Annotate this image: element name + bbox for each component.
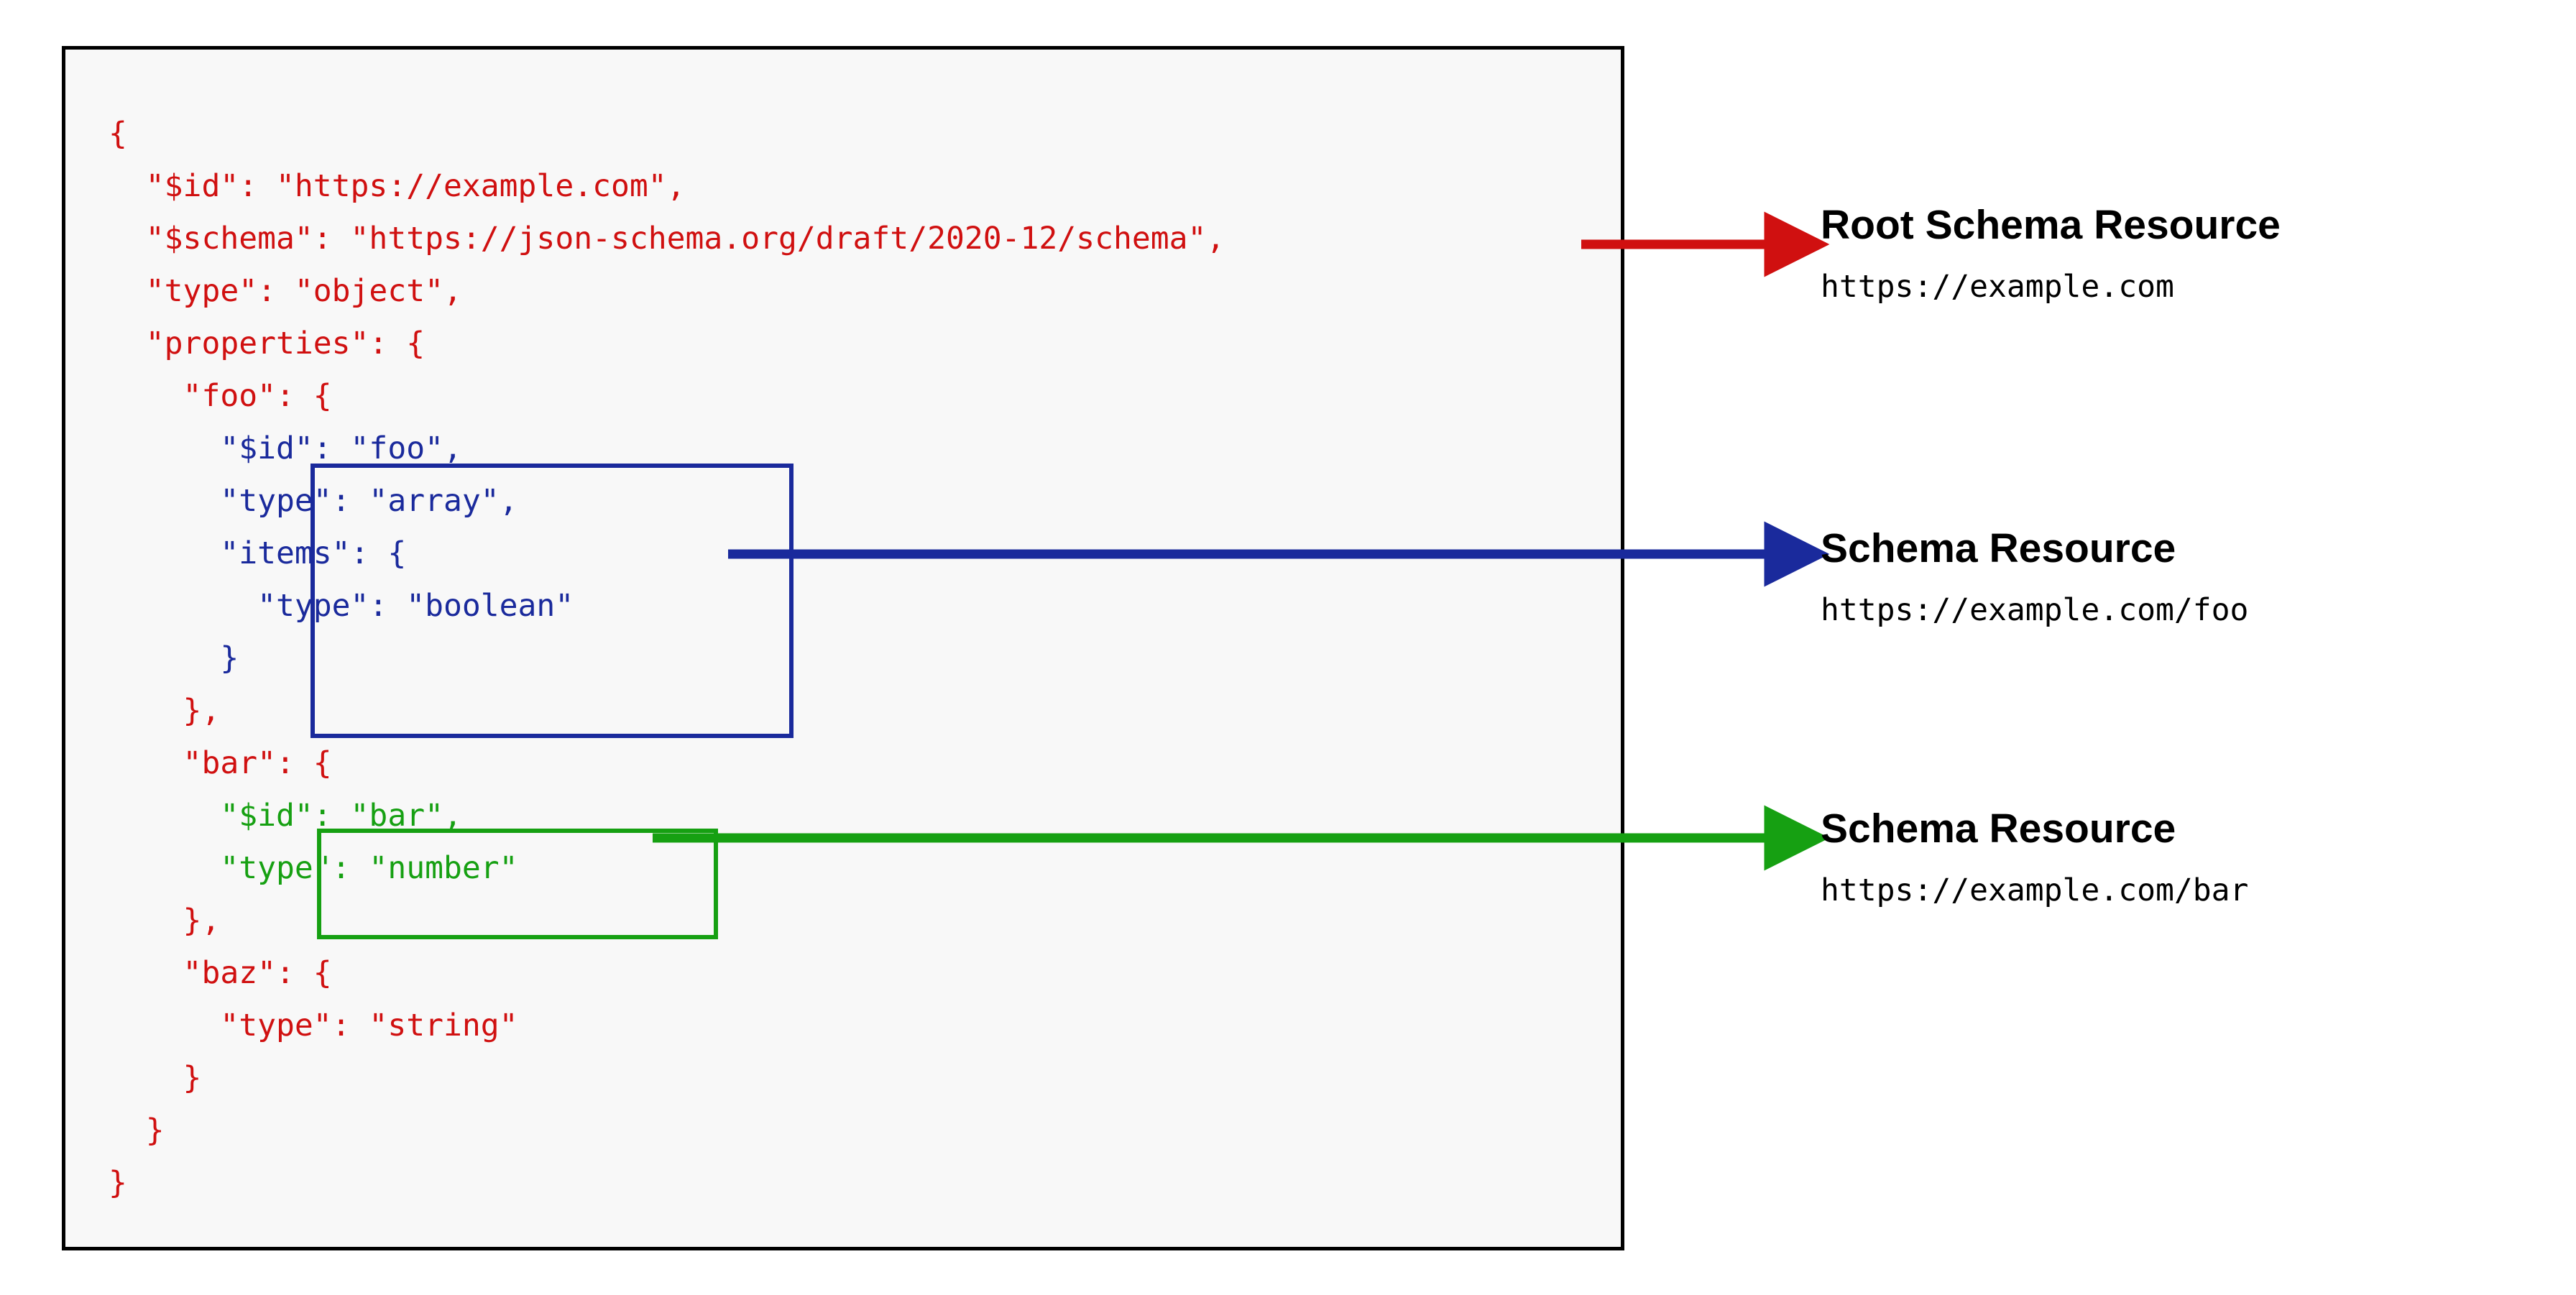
code-line: "type": "object", xyxy=(109,273,462,309)
code-line: "properties": { xyxy=(109,326,426,361)
code-line: "type": "number" xyxy=(109,850,518,886)
code-line: "baz": { xyxy=(109,955,332,991)
code-panel: { "$id": "https://example.com", "$schema… xyxy=(62,46,1624,1250)
code-line: "bar": { xyxy=(109,745,332,781)
code-line: "$schema": "https://json-schema.org/draf… xyxy=(109,221,1225,257)
code-line: }, xyxy=(109,693,221,729)
code-line: "type": "array", xyxy=(109,483,518,519)
code-line: "foo": { xyxy=(109,378,332,414)
code-line: } xyxy=(109,1165,127,1201)
annotation-url: https://example.com xyxy=(1821,268,2174,305)
code-line: "$id": "bar", xyxy=(109,798,462,834)
code-line: "type": "boolean" xyxy=(109,588,574,624)
code-line: } xyxy=(109,640,239,676)
annotation-title: Root Schema Resource xyxy=(1821,202,2281,248)
annotation-url: https://example.com/bar xyxy=(1821,872,2249,908)
annotation-root-schema-resource: Root Schema Resource https://example.com xyxy=(1821,202,2281,305)
code-line: "$id": "https://example.com", xyxy=(109,168,686,204)
annotation-title: Schema Resource xyxy=(1821,525,2176,571)
code-line: } xyxy=(109,1112,165,1148)
annotation-title: Schema Resource xyxy=(1821,806,2176,852)
annotation-bar-schema-resource: Schema Resource https://example.com/bar xyxy=(1821,806,2248,908)
code-line: { xyxy=(109,116,127,152)
code-line: }, xyxy=(109,903,221,939)
code-line: } xyxy=(109,1060,202,1096)
annotation-url: https://example.com/foo xyxy=(1821,591,2249,628)
code-line: "type": "string" xyxy=(109,1008,518,1043)
code-line: "$id": "foo", xyxy=(109,430,462,466)
annotation-foo-schema-resource: Schema Resource https://example.com/foo xyxy=(1821,525,2248,628)
json-schema-code: { "$id": "https://example.com", "$schema… xyxy=(109,108,1225,1209)
code-line: "items": { xyxy=(109,535,407,571)
